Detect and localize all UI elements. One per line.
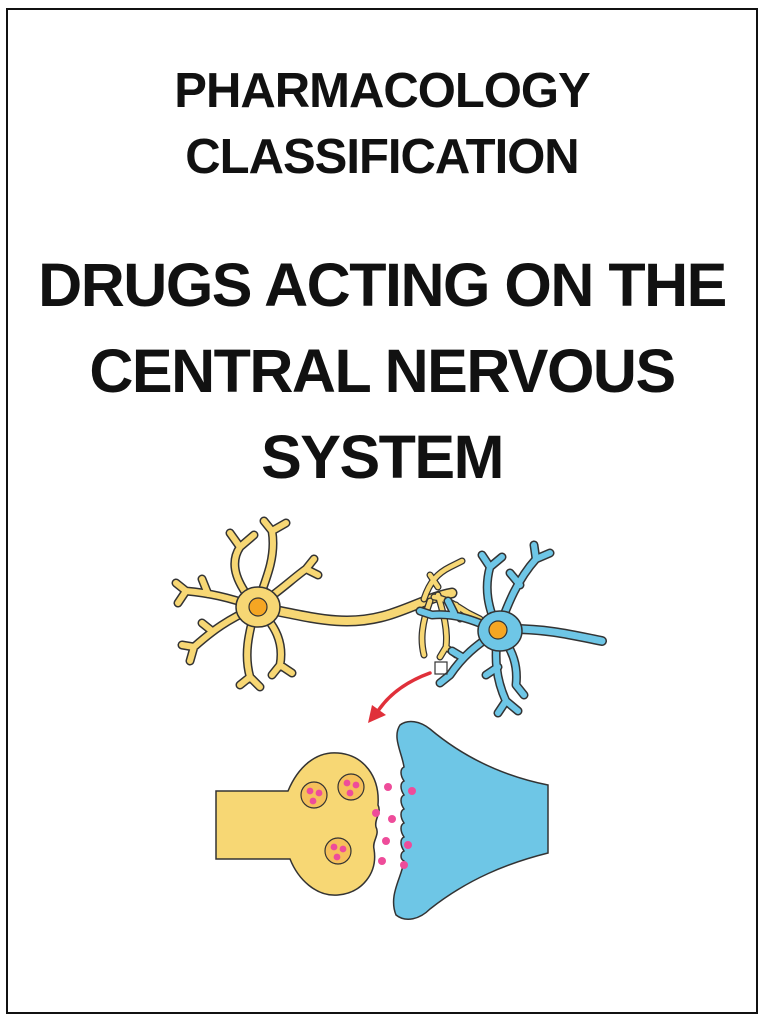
title-line-3: SYSTEM <box>261 423 504 491</box>
subtitle: PHARMACOLOGY CLASSIFICATION <box>8 58 756 190</box>
presynaptic-nucleus <box>248 597 268 617</box>
title-line-2: CENTRAL NERVOUS <box>89 337 676 405</box>
postsynaptic-membrane <box>392 720 549 921</box>
subtitle-line-2: CLASSIFICATION <box>185 130 579 184</box>
postsynaptic-nucleus <box>488 620 508 640</box>
synaptic-vesicles <box>300 773 365 865</box>
page-frame: PHARMACOLOGY CLASSIFICATION DRUGS ACTING… <box>6 8 758 1014</box>
subtitle-line-1: PHARMACOLOGY <box>174 64 590 118</box>
zoom-arrow-icon <box>368 671 432 723</box>
magnification-box <box>434 661 448 675</box>
title-line-1: DRUGS ACTING ON THE <box>38 251 727 319</box>
synapse-closeup <box>215 720 549 921</box>
main-title: DRUGS ACTING ON THE CENTRAL NERVOUS SYST… <box>8 242 756 500</box>
neurotransmitter-molecules <box>372 783 416 869</box>
neuron-synapse-illustration <box>171 516 607 921</box>
postsynaptic-neuron <box>415 540 607 718</box>
presynaptic-neuron <box>171 516 484 692</box>
